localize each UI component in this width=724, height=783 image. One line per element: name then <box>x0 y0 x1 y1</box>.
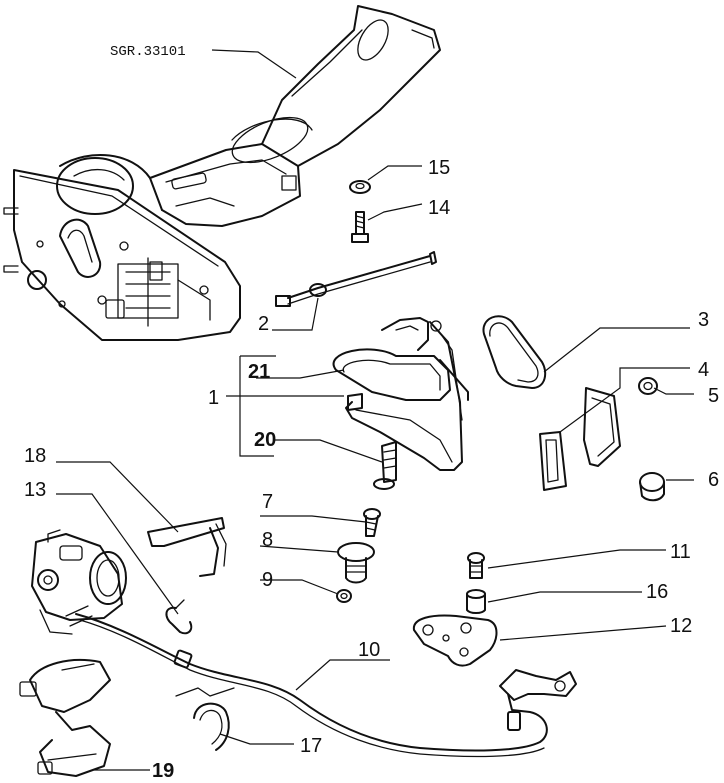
label-part-8: 8 <box>262 529 273 551</box>
leader-lines <box>56 49 694 771</box>
pedal-box-assembly <box>3 5 441 341</box>
label-part-1: 1 <box>208 387 219 409</box>
label-part-4: 4 <box>698 359 709 381</box>
label-part-6: 6 <box>708 469 719 491</box>
label-part-3: 3 <box>698 309 709 331</box>
label-part-10: 10 <box>358 639 380 661</box>
label-part-19: 19 <box>152 760 174 782</box>
label-part-5: 5 <box>708 385 719 407</box>
label-part-15: 15 <box>428 157 450 179</box>
part-6-cap <box>639 472 665 502</box>
label-part-9: 9 <box>262 569 273 591</box>
part-8-pedal-stop <box>337 542 375 584</box>
part-13-clip <box>165 599 193 635</box>
part-20-pin <box>373 441 397 490</box>
label-part-2: 2 <box>258 313 269 335</box>
label-part-18: 18 <box>24 445 46 467</box>
part-14-bolt <box>351 211 369 243</box>
part-5-nut <box>638 377 658 395</box>
part-17-grommet <box>193 702 230 751</box>
reference-code: SGR.33101 <box>110 44 186 60</box>
part-15-washer <box>349 180 371 194</box>
part-2-cable <box>275 251 437 307</box>
part-1-pedal-lever <box>345 320 463 471</box>
part-12-plate <box>412 614 498 667</box>
part-16-spacer <box>466 589 486 614</box>
label-part-11: 11 <box>670 541 691 563</box>
part-7-screw <box>363 508 381 537</box>
part-18-bracket <box>147 517 227 577</box>
label-part-14: 14 <box>428 197 450 219</box>
throttle-body <box>31 529 127 635</box>
label-part-16: 16 <box>646 581 668 603</box>
label-part-20: 20 <box>254 429 276 451</box>
part-9-nut <box>336 589 352 603</box>
part-11-screw <box>467 552 485 579</box>
label-part-13: 13 <box>24 479 46 501</box>
cable-cut-symbol <box>175 687 235 697</box>
part-10-accelerator-cable <box>65 605 577 758</box>
label-part-12: 12 <box>670 615 692 637</box>
label-part-21: 21 <box>248 361 270 383</box>
label-part-17: 17 <box>300 735 322 757</box>
label-part-7: 7 <box>262 491 273 513</box>
part-19-clamp <box>19 659 111 777</box>
part-21-pedal <box>332 317 469 401</box>
part-4-switch-bracket <box>539 387 621 491</box>
part-3-pedal-pad <box>482 315 547 389</box>
